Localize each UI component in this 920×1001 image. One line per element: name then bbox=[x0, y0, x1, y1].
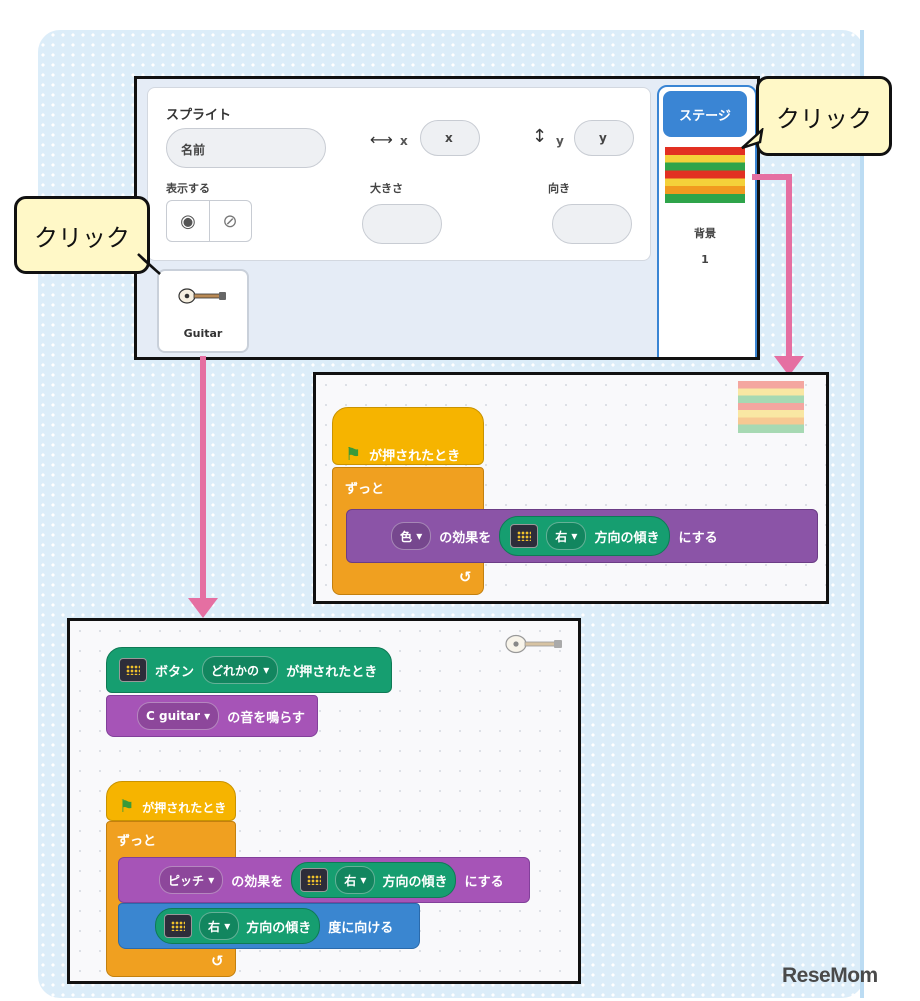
x-input[interactable]: x bbox=[420, 120, 480, 156]
backdrop-thumbnail[interactable] bbox=[665, 147, 745, 203]
stage-thumbnail bbox=[738, 381, 804, 433]
effect-dropdown-label: 色 bbox=[400, 529, 413, 544]
microbit-icon bbox=[164, 914, 192, 938]
microbit-icon bbox=[300, 868, 329, 892]
effect-text: の効果を bbox=[439, 530, 492, 546]
button-dropdown[interactable]: どれかの ▾ bbox=[202, 656, 279, 684]
stage-callout-tail bbox=[741, 128, 764, 150]
forever-text: ずっと bbox=[345, 482, 385, 497]
tilt-reporter[interactable]: 右 ▾ 方向の傾き bbox=[291, 862, 457, 898]
when-button-pressed-block[interactable]: ボタン どれかの ▾ が押されたとき bbox=[106, 647, 392, 693]
x-label: x bbox=[400, 134, 408, 148]
tilt-text: 方向の傾き bbox=[594, 530, 660, 546]
y-value: y bbox=[599, 131, 607, 145]
sprite-arrow-vertical bbox=[200, 356, 206, 604]
show-label: 表示する bbox=[166, 182, 210, 195]
set-text: にする bbox=[464, 874, 504, 890]
set-color-effect-block[interactable]: 色 ▾ の効果を 右 ▾ 方向の傾き にする bbox=[346, 509, 818, 563]
sound-dropdown[interactable]: C guitar ▾ bbox=[137, 702, 220, 730]
sprite-arrow-head bbox=[188, 598, 218, 618]
tilt-text: 方向の傾き bbox=[246, 920, 312, 936]
stage-arrow-head bbox=[774, 356, 804, 376]
button-dropdown-label: どれかの bbox=[211, 663, 260, 678]
pressed-text: が押されたとき bbox=[286, 664, 378, 680]
loop-arrow-icon: ↺ bbox=[459, 568, 472, 586]
point-text: 度に向ける bbox=[328, 920, 394, 936]
when-flag-clicked-block[interactable]: ⚑ が押されたとき bbox=[332, 407, 484, 465]
when-flag-text: が押されたとき bbox=[142, 800, 227, 815]
size-input[interactable] bbox=[362, 204, 442, 244]
guitar-code-area: ボタン どれかの ▾ が押されたとき C guitar ▾ の音を鳴らす ⚑ が… bbox=[67, 618, 581, 984]
backdrop-count: 1 bbox=[701, 253, 709, 266]
stage-arrow-vertical bbox=[786, 174, 792, 364]
watermark: ReseMom bbox=[782, 964, 878, 987]
button-text: ボタン bbox=[155, 664, 195, 680]
guitar-icon bbox=[178, 288, 226, 304]
microbit-icon bbox=[119, 658, 147, 682]
eye-slash-icon: ⊘ bbox=[222, 210, 238, 232]
visibility-toggle: ◉ ⊘ bbox=[166, 200, 252, 242]
sound-dropdown-label: C guitar bbox=[146, 709, 200, 723]
x-arrows-icon: ⟷ bbox=[370, 130, 393, 149]
direction-label: 向き bbox=[548, 182, 570, 195]
direction-input[interactable] bbox=[552, 204, 632, 244]
stage-column: ステージ 背景 1 bbox=[657, 85, 757, 357]
green-flag-icon: ⚑ bbox=[345, 443, 362, 465]
tilt-reporter[interactable]: 右 ▾ 方向の傾き bbox=[499, 516, 671, 556]
tilt-reporter[interactable]: 右 ▾ 方向の傾き bbox=[155, 908, 321, 944]
sprite-name-field[interactable]: 名前 bbox=[166, 128, 326, 168]
play-sound-block[interactable]: C guitar ▾ の音を鳴らす bbox=[106, 695, 318, 737]
stage-click-callout: クリック bbox=[756, 76, 892, 156]
sprite-tile-guitar[interactable]: Guitar bbox=[157, 269, 249, 353]
y-arrows-icon: ↕ bbox=[532, 126, 548, 147]
microbit-icon bbox=[510, 524, 539, 548]
sprite-tile-label: Guitar bbox=[183, 327, 223, 340]
set-pitch-effect-block[interactable]: ピッチ ▾ の効果を 右 ▾ 方向の傾き にする bbox=[118, 857, 530, 903]
hide-button[interactable]: ⊘ bbox=[209, 201, 251, 241]
sprite-info-panel: スプライト 名前 ⟷ x x ↕ y y 表示する ◉ ⊘ 大きさ 向き bbox=[134, 76, 760, 360]
sprite-header: スプライト bbox=[166, 108, 232, 123]
stage-tab[interactable]: ステージ bbox=[663, 91, 747, 137]
direction-dropdown[interactable]: 右 ▾ bbox=[199, 912, 240, 940]
sprite-info-card: スプライト 名前 ⟷ x x ↕ y y 表示する ◉ ⊘ 大きさ 向き bbox=[147, 87, 651, 261]
show-button[interactable]: ◉ bbox=[167, 201, 210, 241]
tilt-text: 方向の傾き bbox=[382, 874, 448, 890]
sprite-callout-tail bbox=[137, 253, 161, 275]
effect-dropdown[interactable]: ピッチ ▾ bbox=[159, 866, 224, 894]
when-flag-text: が押されたとき bbox=[369, 448, 461, 464]
direction-dropdown[interactable]: 右 ▾ bbox=[546, 522, 587, 550]
when-flag-clicked-block[interactable]: ⚑ が押されたとき bbox=[106, 781, 236, 821]
sprite-click-callout: クリック bbox=[14, 196, 150, 274]
effect-dropdown[interactable]: 色 ▾ bbox=[391, 522, 432, 550]
backdrop-label: 背景 bbox=[694, 227, 716, 240]
stage-arrow-horizontal bbox=[752, 174, 792, 180]
effect-dropdown-label: ピッチ bbox=[168, 873, 205, 888]
forever-text: ずっと bbox=[117, 834, 157, 849]
eye-icon: ◉ bbox=[180, 210, 196, 232]
direction-dropdown-label: 右 bbox=[344, 873, 357, 888]
sprite-name-placeholder: 名前 bbox=[181, 143, 206, 157]
stage-code-area: ⚑ が押されたとき ずっと ↺ 色 ▾ の効果を 右 ▾ 方向の傾き にする bbox=[313, 372, 829, 604]
direction-dropdown-label: 右 bbox=[555, 529, 568, 544]
loop-arrow-icon: ↺ bbox=[211, 952, 224, 970]
point-in-direction-block[interactable]: 右 ▾ 方向の傾き 度に向ける bbox=[118, 903, 420, 949]
x-value: x bbox=[445, 131, 453, 145]
background-edge bbox=[860, 30, 864, 998]
y-label: y bbox=[556, 134, 564, 148]
direction-dropdown[interactable]: 右 ▾ bbox=[335, 866, 376, 894]
guitar-thumbnail-icon bbox=[505, 634, 562, 654]
direction-dropdown-label: 右 bbox=[208, 919, 221, 934]
set-text: にする bbox=[678, 530, 718, 546]
size-label: 大きさ bbox=[370, 182, 403, 195]
y-input[interactable]: y bbox=[574, 120, 634, 156]
green-flag-icon: ⚑ bbox=[119, 797, 135, 817]
effect-text: の効果を bbox=[231, 874, 284, 890]
play-sound-text: の音を鳴らす bbox=[227, 710, 305, 726]
